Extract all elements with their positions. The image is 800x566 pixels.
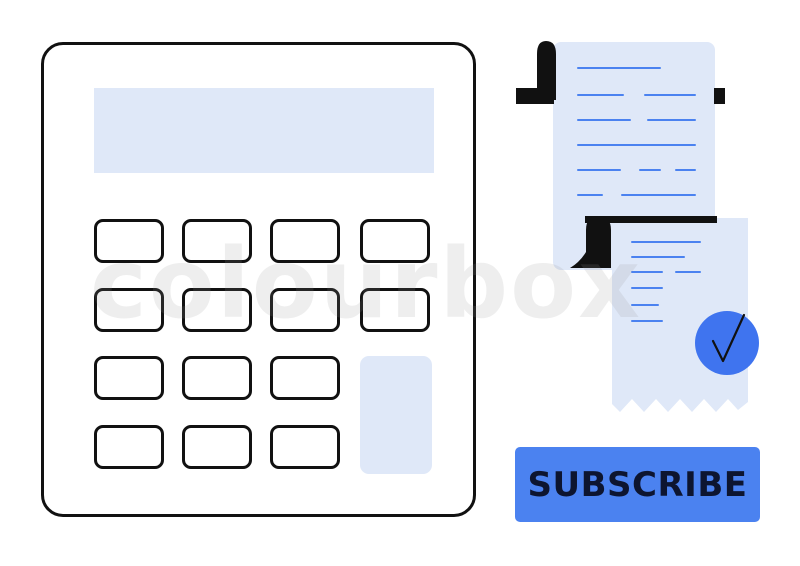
checkmark-icon (711, 313, 746, 363)
calculator-key (182, 288, 252, 332)
calculator-icon (41, 42, 476, 517)
calculator-key (94, 356, 164, 400)
calculator-key (182, 219, 252, 263)
calculator-key (182, 425, 252, 469)
calculator-key (360, 288, 430, 332)
calculator-display (94, 88, 434, 173)
calculator-key (360, 219, 430, 263)
calculator-key (94, 425, 164, 469)
calculator-key (270, 288, 340, 332)
calculator-key (94, 288, 164, 332)
receipt-icon (516, 41, 725, 270)
subscribe-button[interactable]: SUBSCRIBE (515, 447, 760, 522)
checkmark-circle (695, 311, 759, 375)
invoice-icon (570, 216, 759, 412)
calculator-key (270, 219, 340, 263)
calculator-key (182, 356, 252, 400)
calculator-key (94, 219, 164, 263)
calculator-key (270, 356, 340, 400)
calculator-key (270, 425, 340, 469)
calculator-key-equals (360, 356, 432, 474)
